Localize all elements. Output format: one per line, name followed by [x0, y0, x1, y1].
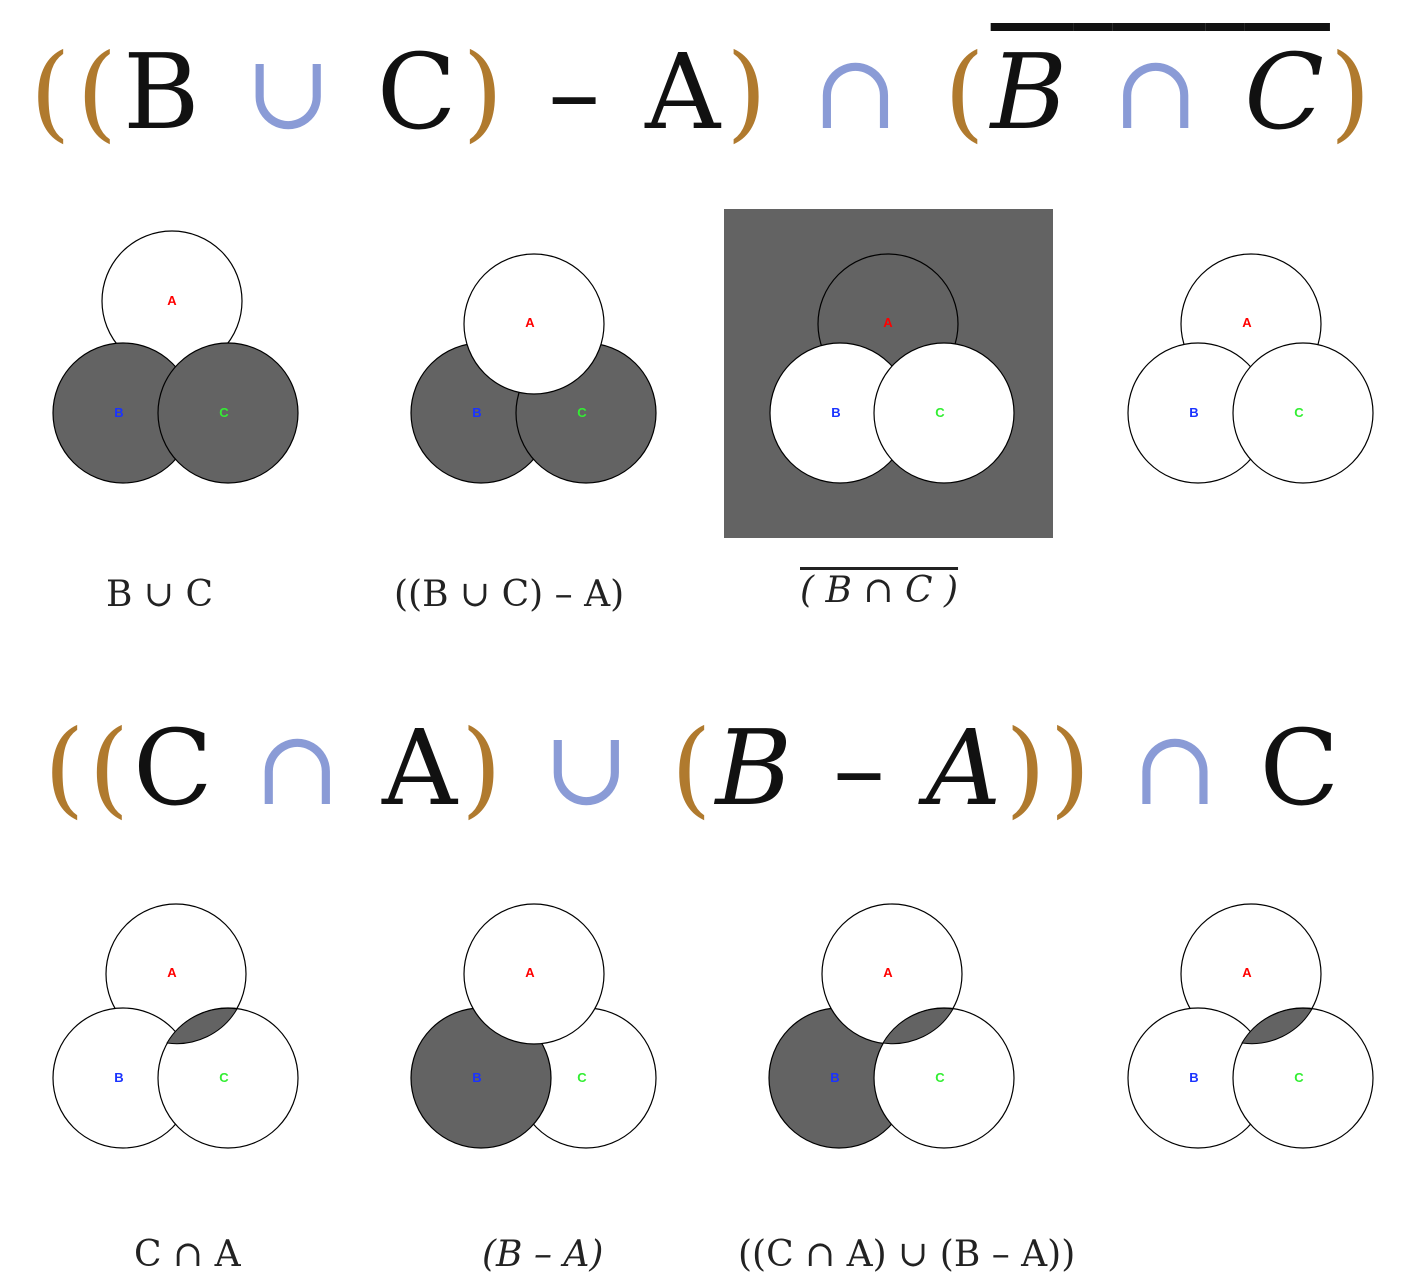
formula2-intersection-2: ∩ — [1131, 707, 1223, 829]
formula2-open-paren-2: ( — [670, 707, 716, 829]
label-b: B — [114, 405, 123, 420]
label-b: B — [830, 1070, 839, 1085]
circle-a — [463, 903, 605, 1045]
label-a: A — [883, 315, 893, 330]
caption-row1-3-text: ( B ∩ C ) — [800, 570, 959, 611]
venn-row2-1: A B C — [52, 903, 299, 1149]
label-c: C — [1294, 405, 1304, 420]
caption-row1-2: ((B ∪ C) – A) — [394, 574, 625, 615]
formula2-set-a: A — [382, 707, 462, 829]
label-a: A — [1242, 965, 1252, 980]
caption-row2-2: (B – A) — [482, 1234, 603, 1275]
region-c-and-a — [882, 1007, 954, 1045]
formula2-union: ∪ — [542, 707, 634, 829]
venn-row2-4: A B C — [1127, 903, 1374, 1149]
caption-row2-3: ((C ∩ A) ∪ (B – A)) — [738, 1234, 1076, 1275]
formula2-set-c-2: C — [1259, 707, 1344, 829]
label-a: A — [1242, 315, 1252, 330]
formula1-open-parens: (( — [30, 31, 124, 153]
formula2-open-parens: (( — [44, 707, 134, 829]
label-c: C — [935, 405, 945, 420]
label-a: A — [883, 965, 893, 980]
circle-a — [463, 253, 605, 395]
venn-row1-1: A B C — [52, 230, 299, 484]
caption-row2-1: C ∩ A — [134, 1234, 241, 1275]
formula2-close-parens: )) — [1005, 707, 1095, 829]
caption-row2-2-text: (B – A) — [482, 1234, 604, 1275]
formula1-close-paren-3: ) — [1329, 31, 1377, 153]
label-b: B — [1189, 405, 1198, 420]
formula-row2: ((C ∩ A) ∪ (B – A)) ∩ C — [0, 716, 1411, 820]
caption-row1-1: B ∪ C — [106, 574, 214, 615]
formula2-set-b: B — [715, 707, 796, 829]
formula1-set-c-bar: C — [1244, 31, 1330, 153]
formula-row1: ((B ∪ C) – A) ∩ (B ∩ C) — [0, 40, 1411, 144]
label-b: B — [1189, 1070, 1198, 1085]
formula1-set-c: C — [376, 31, 463, 153]
label-c: C — [935, 1070, 945, 1085]
formula1-union: ∪ — [244, 31, 338, 153]
label-a: A — [167, 965, 177, 980]
formula2-close-paren: ) — [461, 707, 506, 829]
formula2-intersection: ∩ — [253, 707, 345, 829]
formula1-close-paren-2: ) — [726, 31, 773, 153]
venn-row2-2: A B C — [410, 903, 657, 1149]
circle-c — [873, 342, 1015, 484]
formula1-open-paren-2: ( — [944, 31, 991, 153]
venn-row1-4: A B C — [1127, 253, 1374, 484]
label-c: C — [577, 405, 587, 420]
label-a: A — [167, 293, 177, 308]
formula1-intersection: ∩ — [811, 31, 906, 153]
formula1-intersection-2: ∩ — [1112, 31, 1206, 153]
label-b: B — [114, 1070, 123, 1085]
region-c-and-a — [1241, 1007, 1313, 1045]
formula1-minus: – — [548, 31, 607, 153]
formula2-set-a-2: A — [926, 707, 1006, 829]
caption-row1-3: ( B ∩ C ) — [800, 570, 958, 611]
label-c: C — [1294, 1070, 1304, 1085]
label-c: C — [577, 1070, 587, 1085]
label-b: B — [472, 405, 481, 420]
venn-row1-3: A B C — [724, 209, 1053, 538]
formula1-set-b: B — [123, 31, 206, 153]
region-c-and-a — [166, 1007, 238, 1045]
venn-row1-2: A B C — [410, 253, 657, 484]
label-b: B — [831, 405, 840, 420]
circle-c — [1232, 342, 1374, 484]
label-c: C — [219, 405, 229, 420]
formula1-complement-group: B ∩ C — [991, 31, 1330, 153]
formula1-close-paren: ) — [462, 31, 510, 153]
formula2-set-c: C — [133, 707, 217, 829]
label-a: A — [525, 965, 535, 980]
formula1-set-b-bar: B — [990, 31, 1074, 153]
label-b: B — [472, 1070, 481, 1085]
label-a: A — [525, 315, 535, 330]
formula2-minus: – — [833, 707, 890, 829]
formula1-set-a: A — [645, 31, 727, 153]
label-c: C — [219, 1070, 229, 1085]
venn-row2-3: A B C — [768, 903, 1015, 1149]
circle-c — [157, 342, 299, 484]
